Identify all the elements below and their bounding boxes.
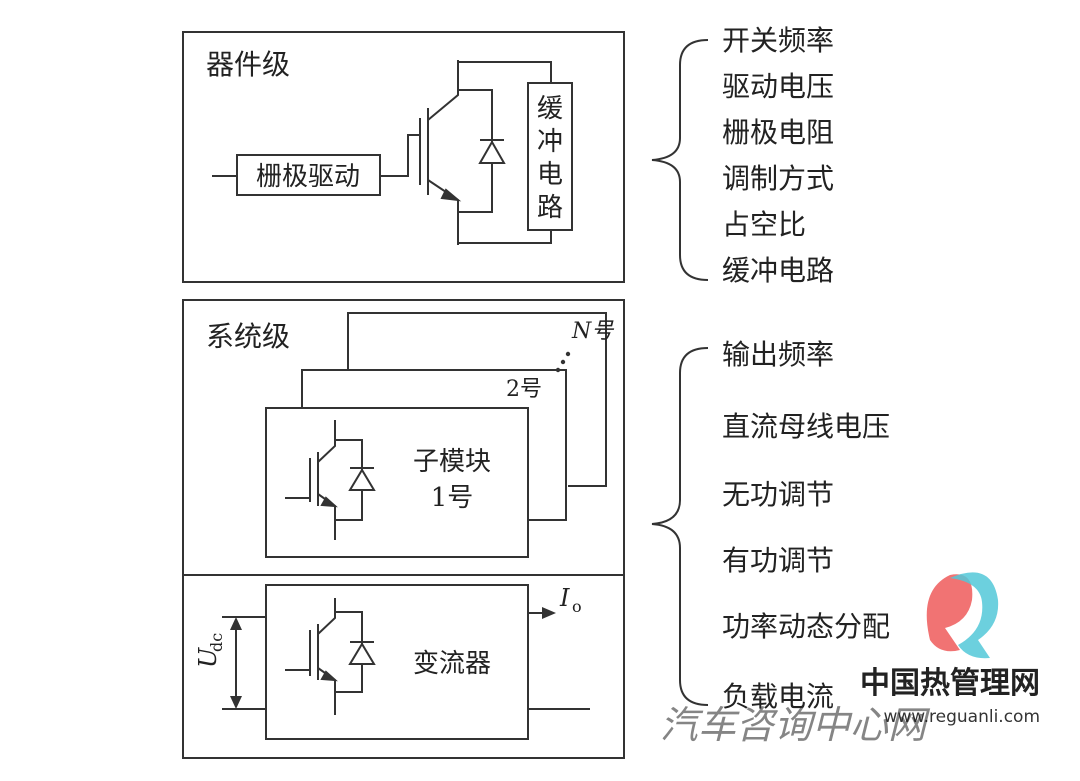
snubber-char-2: 冲 xyxy=(537,127,563,157)
submodule-2-label: 2号 xyxy=(506,377,542,402)
submodule-2-frame xyxy=(301,369,567,521)
snubber-char-1: 缓 xyxy=(537,94,563,124)
system-level-frame xyxy=(182,299,625,759)
submodule-1-box xyxy=(265,407,529,558)
snubber-char-3: 电 xyxy=(537,160,563,190)
submodule-diode-icon xyxy=(348,468,376,491)
snubber-char-4: 路 xyxy=(537,193,563,223)
device-factor: 开关频率 xyxy=(722,24,834,57)
system-factors-list: 输出频率 直流母线电压 无功调节 有功调节 功率动态分配 负载电流 xyxy=(722,338,890,713)
watermark-url: www.reguanli.com xyxy=(883,707,1040,727)
watermark-logo-icon xyxy=(926,572,999,659)
device-factors-brace xyxy=(651,39,709,281)
device-level-frame xyxy=(182,31,625,283)
svg-text:I: I xyxy=(559,584,570,612)
device-factor: 驱动电压 xyxy=(722,70,834,103)
submodule-n-label: N号 xyxy=(571,319,614,344)
submodule-1-title: 子模块 xyxy=(413,447,491,477)
watermark-brand: 中国热管理网 xyxy=(860,666,1040,701)
system-factor: 输出频率 xyxy=(722,338,834,371)
system-factor: 功率动态分配 xyxy=(722,610,890,643)
watermark-overlay: 汽车咨询中心网 xyxy=(660,703,931,747)
system-factor: 负载电流 xyxy=(722,680,834,713)
svg-text:U: U xyxy=(194,647,222,668)
stack-ellipsis xyxy=(555,351,571,373)
submodule-n-frame xyxy=(347,312,607,487)
udc-label: U dc xyxy=(194,633,226,668)
system-factor: 直流母线电压 xyxy=(722,410,890,443)
converter-diode-icon xyxy=(348,642,376,665)
device-factor: 缓冲电路 xyxy=(722,254,834,287)
gate-drive-label: 栅极驱动 xyxy=(256,162,360,192)
submodule-1-number: 1号 xyxy=(431,483,474,513)
diode-icon xyxy=(478,139,506,164)
device-factor: 栅极电阻 xyxy=(722,116,834,149)
svg-text:dc: dc xyxy=(207,633,226,652)
converter-label: 变流器 xyxy=(413,649,491,679)
system-factors-brace xyxy=(651,347,709,706)
system-factor: 无功调节 xyxy=(722,478,834,511)
device-level-title: 器件级 xyxy=(206,48,290,81)
device-factor: 调制方式 xyxy=(722,162,834,195)
device-factor: 占空比 xyxy=(722,208,806,241)
device-factors-list: 开关频率 驱动电压 栅极电阻 调制方式 占空比 缓冲电路 xyxy=(722,24,834,287)
converter-box xyxy=(265,584,529,740)
svg-text:o: o xyxy=(572,597,582,616)
system-factor: 有功调节 xyxy=(722,544,834,577)
io-label: I o xyxy=(559,584,582,616)
system-level-title: 系统级 xyxy=(206,320,290,353)
